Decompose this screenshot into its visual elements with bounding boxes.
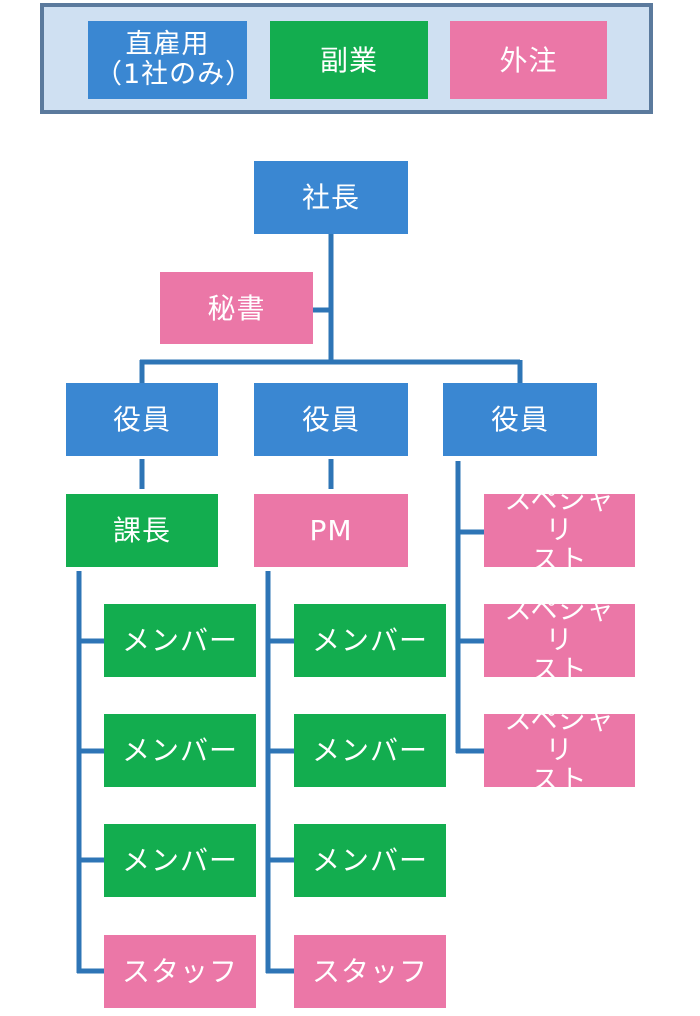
node-specialist-3: スペシャリ スト (484, 705, 635, 795)
legend-outsourced: 外注 (450, 21, 607, 99)
node-section-chief: 課長 (66, 494, 218, 567)
node-col1-staff: スタッフ (104, 935, 256, 1008)
node-executive-1: 役員 (66, 383, 218, 456)
node-secretary: 秘書 (160, 272, 313, 344)
node-col1-member-3: メンバー (104, 824, 256, 897)
node-col2-member-3: メンバー (294, 824, 446, 897)
legend-side-job: 副業 (270, 21, 428, 99)
node-col1-member-2: メンバー (104, 714, 256, 787)
node-executive-3: 役員 (443, 383, 597, 456)
node-col2-member-2: メンバー (294, 714, 446, 787)
legend-direct-hire: 直雇用 （1社のみ） (88, 21, 252, 99)
node-executive-2: 役員 (254, 383, 408, 456)
node-pm: PM (254, 494, 408, 567)
node-col1-member-1: メンバー (104, 604, 256, 677)
node-col2-staff: スタッフ (294, 935, 446, 1008)
node-president: 社長 (254, 161, 408, 234)
node-specialist-2: スペシャリ スト (484, 595, 635, 685)
node-col2-member-1: メンバー (294, 604, 446, 677)
node-specialist-1: スペシャリ スト (484, 485, 635, 575)
